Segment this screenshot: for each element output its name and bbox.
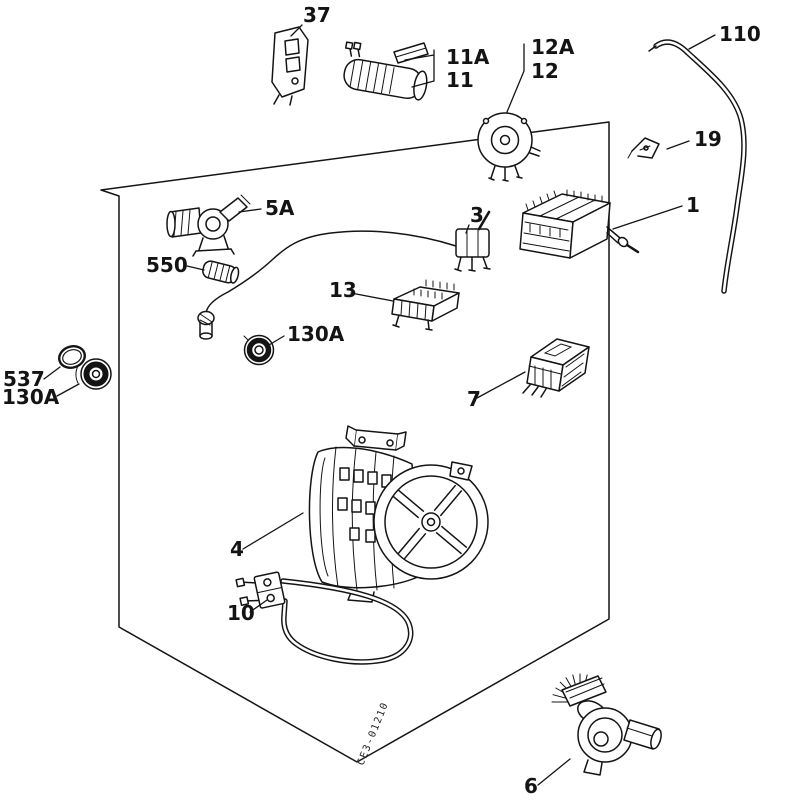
label-11a: 11A [446, 45, 490, 69]
part-13-terminal-block [391, 279, 460, 331]
label-1: 1 [686, 193, 700, 217]
label-10: 10 [227, 601, 255, 625]
part-130a-grommet [243, 334, 275, 366]
label-130a-pulley: 130A [2, 385, 60, 409]
label-37: 37 [303, 3, 331, 27]
part-4-motor [308, 425, 489, 603]
part-110-hose [648, 39, 747, 294]
label-5a: 5A [265, 196, 295, 220]
part-5a-inlet-valve [166, 194, 251, 257]
label-537: 537 [3, 367, 45, 391]
part-3-thermostat [197, 210, 491, 340]
label-7: 7 [467, 387, 481, 411]
part-130a-grommet-left [75, 358, 112, 390]
part-11-capacitor [343, 41, 429, 101]
labels: 37 11A 11 12A 12 110 19 1 5A 550 3 13 13… [2, 3, 761, 798]
part-12-pressure-switch [477, 112, 541, 182]
label-110: 110 [719, 22, 761, 46]
label-12a: 12A [531, 35, 575, 59]
label-12: 12 [531, 59, 559, 83]
leader-lines [43, 24, 716, 786]
label-13: 13 [329, 278, 357, 302]
label-4: 4 [230, 537, 244, 561]
label-130a-grommet: 130A [287, 322, 345, 346]
part-7-relay [522, 338, 590, 398]
motor-mount-bracket [345, 425, 407, 451]
motor-pulley [373, 464, 489, 580]
drawing-code: CE3-01210 [356, 700, 392, 767]
label-3: 3 [470, 203, 484, 227]
label-550: 550 [146, 253, 188, 277]
part-10-heating-element [235, 571, 414, 665]
part-550-sleeve [202, 260, 240, 284]
part-11a-clamp [393, 42, 429, 64]
label-6: 6 [524, 774, 538, 798]
part-19-clip [627, 137, 660, 159]
label-19: 19 [694, 127, 722, 151]
part-537-ring [58, 345, 86, 369]
part-37-bracket [271, 26, 309, 106]
part-1-timer [519, 189, 640, 259]
cabinet-outline [100, 121, 610, 763]
part-6-drain-pump [551, 673, 662, 776]
label-11: 11 [446, 68, 474, 92]
thermostat-bulb [197, 310, 215, 340]
